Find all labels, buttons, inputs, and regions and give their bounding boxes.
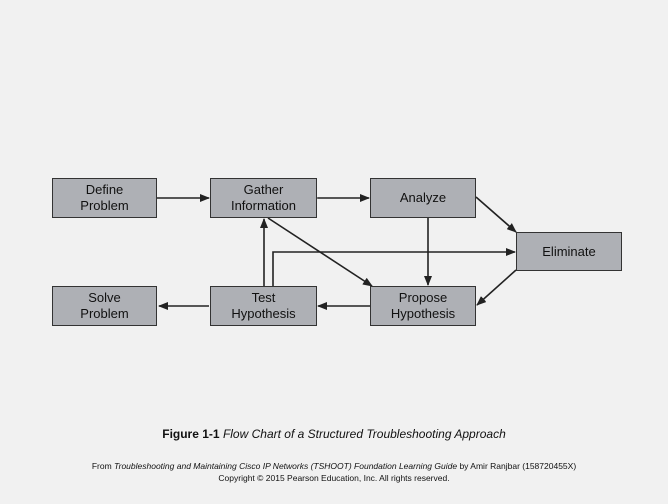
node-label: Problem — [80, 306, 129, 321]
copyright-line: Copyright © 2015 Pearson Education, Inc.… — [218, 473, 450, 483]
figure-caption: Figure 1-1 Flow Chart of a Structured Tr… — [0, 427, 668, 441]
node-gather-information: Gather Information — [210, 178, 317, 218]
figure-number: Figure 1-1 — [162, 427, 220, 441]
node-solve-problem: Solve Problem — [52, 286, 157, 326]
node-eliminate: Eliminate — [516, 232, 622, 271]
node-label: Problem — [80, 198, 129, 213]
credit-book-subtitle: Foundation Learning Guide — [354, 461, 458, 471]
credit-prefix: From — [91, 461, 115, 471]
arrow-test-to-eliminate — [272, 248, 516, 286]
arrow-eliminate-to-propose — [476, 269, 517, 306]
credit-book-acronym: (TSHOOT) — [308, 461, 355, 471]
node-label: Define — [85, 182, 124, 197]
node-label: Hypothesis — [390, 306, 456, 321]
node-label: Gather — [243, 182, 284, 197]
node-label: Propose — [398, 290, 448, 305]
node-test-hypothesis: Test Hypothesis — [210, 286, 317, 326]
figure-title: Flow Chart of a Structured Troubleshooti… — [222, 427, 506, 441]
node-label: Test — [251, 290, 276, 305]
node-propose-hypothesis: Propose Hypothesis — [370, 286, 476, 326]
node-define-problem: Define Problem — [52, 178, 157, 218]
arrow-analyze-to-eliminate — [475, 196, 517, 233]
node-label: Eliminate — [542, 243, 596, 259]
node-label: Information — [230, 198, 297, 213]
node-label: Hypothesis — [231, 306, 296, 321]
credit-author: by Amir Ranjbar (158720455X) — [457, 461, 577, 471]
node-label: Analyze — [399, 190, 447, 205]
node-label: Solve — [88, 290, 121, 305]
node-analyze: Analyze — [370, 178, 476, 218]
source-credit: From Troubleshooting and Maintaining Cis… — [0, 460, 668, 484]
credit-book-title: Troubleshooting and Maintaining Cisco IP… — [114, 461, 309, 471]
